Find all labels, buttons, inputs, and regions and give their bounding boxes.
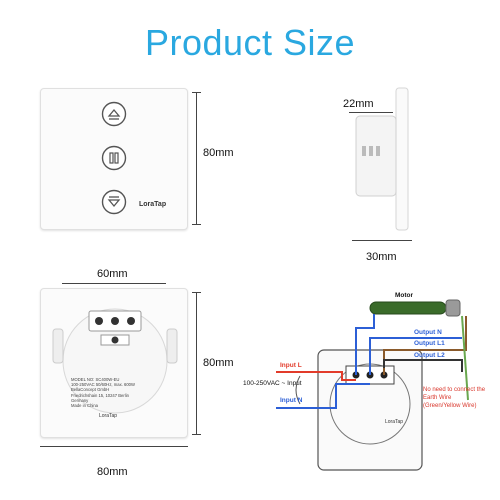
switch-side-profile	[352, 86, 412, 232]
front-height-label: 80mm	[203, 147, 234, 159]
back-top-width-line	[62, 283, 166, 284]
down-arrow-icon	[101, 189, 127, 215]
earth-note-line-1: No need to connect the	[423, 387, 486, 393]
brand-logo: LoraTap	[139, 201, 167, 208]
side-profile-drawing	[355, 87, 409, 231]
output-l2-label: Output L2	[414, 352, 445, 359]
back-label-block: MODEL NO: SC400W-EU 100-250VAC 50/60Hz, …	[71, 377, 161, 408]
motor-label: Motor	[395, 292, 414, 299]
output-n-label: Output N	[414, 329, 442, 336]
page-title: Product Size	[144, 22, 356, 63]
side-depth-line	[349, 112, 393, 113]
switch-front-panel: LoraTap	[40, 88, 188, 230]
back-panel-drawing	[52, 308, 178, 414]
back-height-tick-bottom	[192, 434, 201, 435]
back-height-line	[196, 292, 197, 434]
input-l-label: Input L	[280, 362, 302, 369]
label-line-country: Germany	[71, 397, 89, 403]
back-bottom-width-label: 80mm	[97, 466, 128, 478]
back-brand-logo: LoraTap	[99, 413, 118, 419]
side-depth-label: 22mm	[343, 98, 374, 110]
earth-note-line-2: Earth Wire	[423, 395, 452, 401]
front-height-dimension-line	[196, 92, 197, 224]
label-line-model: MODEL NO: SC400W-EU	[71, 377, 120, 382]
front-height-tick-top	[192, 92, 201, 93]
earth-note-line-3: (Green/Yellow Wire)	[423, 403, 477, 409]
back-bottom-width-line	[40, 446, 188, 447]
label-line-rating: 100-250VAC 50/60Hz, max. 600W	[71, 382, 135, 388]
label-line-made-in: Made in China	[71, 403, 99, 409]
label-line-company: BellaConcept GmbH	[71, 387, 110, 393]
wiring-brand-logo: LoraTap	[385, 419, 404, 425]
button-bar	[99, 97, 129, 221]
earth-note: No need to connect the Earth Wire (Green…	[423, 386, 500, 410]
side-height-label: 30mm	[366, 251, 397, 263]
pause-icon	[101, 145, 127, 171]
back-top-width-label: 60mm	[97, 268, 128, 280]
input-n-label: Input N	[280, 397, 303, 404]
back-height-tick-top	[192, 292, 201, 293]
wiring-diagram	[276, 299, 469, 471]
label-line-address: Friedrichshain 15, 10247 Berlin	[71, 392, 129, 398]
voltage-label: 100-250VAC ~ Input	[243, 380, 302, 387]
up-arrow-icon	[101, 101, 127, 127]
switch-back-panel: MODEL NO: SC400W-EU 100-250VAC 50/60Hz, …	[40, 288, 188, 438]
output-l1-label: Output L1	[414, 340, 445, 347]
back-height-label: 80mm	[203, 357, 234, 369]
side-width-line	[352, 240, 412, 241]
front-height-tick-bottom	[192, 224, 201, 225]
